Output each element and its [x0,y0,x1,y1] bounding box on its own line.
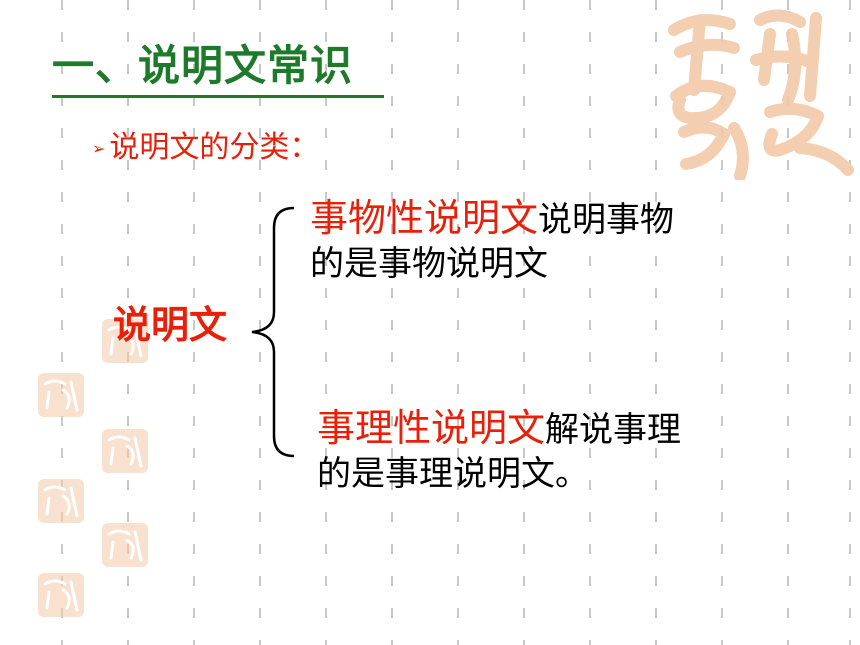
slide-title: 一、说明文常识 [52,41,354,90]
root-label: 说明文 [113,303,228,347]
branch-text-line2: 的是事理说明文。 [317,454,589,494]
auspicious-seal-icon [38,479,84,523]
title-underline [52,95,384,98]
auspicious-seal-icon [102,319,148,363]
bullet-label: 说明文的分类： [109,130,320,165]
branch-text-line2: 的是事物说明文 [310,244,548,284]
auspicious-seal-icon [38,373,84,417]
bullet-arrow-icon: ➢ [92,138,106,158]
bullet-item: ➢说明文的分类： [92,128,319,169]
branch-term: 事物性说明文 [310,196,539,240]
auspicious-seal-icon [38,573,84,617]
auspicious-seal-icon [102,429,148,473]
branch-text-line1: 解说事理 [545,410,682,450]
branch-item-things: 事物性说明文说明事物 的是事物说明文 [310,196,730,286]
auspicious-seal-icon [668,9,854,180]
curly-brace [251,206,295,458]
branch-term: 事理性说明文 [317,406,546,450]
auspicious-seal-icon [102,523,148,567]
branch-text-line1: 说明事物 [538,200,675,240]
branch-item-reasoning: 事理性说明文解说事理 的是事理说明文。 [317,406,737,496]
